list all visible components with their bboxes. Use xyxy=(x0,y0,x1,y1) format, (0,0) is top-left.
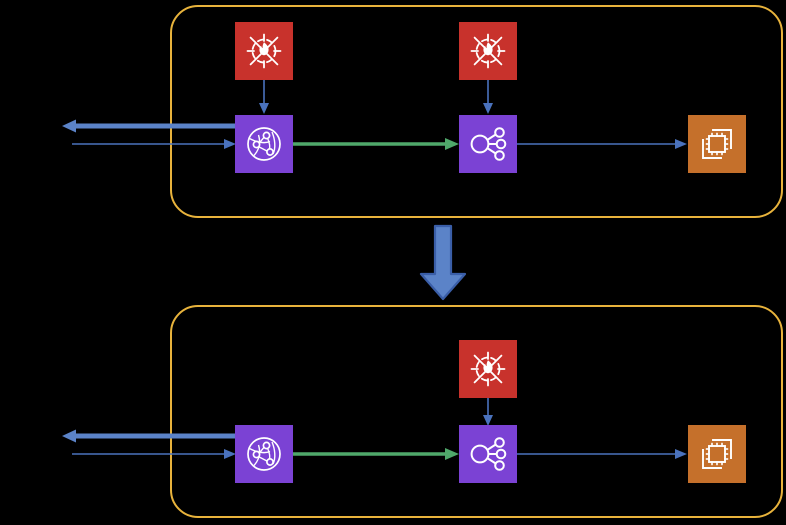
elastic-load-balancer-icon xyxy=(467,123,509,165)
waf-to-loadbalancer-arrow xyxy=(481,398,495,428)
amazon-ec2-node[interactable] xyxy=(688,425,746,483)
amazon-ec2-instances-icon xyxy=(696,433,738,475)
elastic-load-balancer-icon xyxy=(467,433,509,475)
inbound-traffic-arrow xyxy=(72,447,240,461)
amazon-cloudfront-node[interactable] xyxy=(235,115,293,173)
cloudfront-to-loadbalancer-arrow xyxy=(293,447,461,461)
top-architecture-group xyxy=(170,5,783,218)
aws-waf-node[interactable] xyxy=(235,22,293,80)
cloudfront-to-loadbalancer-arrow xyxy=(293,137,461,151)
bottom-architecture-group xyxy=(170,305,783,518)
amazon-cloudfront-icon xyxy=(243,433,285,475)
elastic-load-balancer-node[interactable] xyxy=(459,425,517,483)
aws-waf-node[interactable] xyxy=(459,340,517,398)
aws-waf-icon xyxy=(467,348,509,390)
amazon-cloudfront-icon xyxy=(243,123,285,165)
waf-to-cloudfront-arrow xyxy=(257,80,271,116)
loadbalancer-to-ec2-arrow xyxy=(517,447,691,461)
transition-down-arrow xyxy=(418,224,468,302)
aws-waf-node[interactable] xyxy=(459,22,517,80)
elastic-load-balancer-node[interactable] xyxy=(459,115,517,173)
waf-to-loadbalancer-arrow xyxy=(481,80,495,116)
aws-waf-icon xyxy=(243,30,285,72)
loadbalancer-to-ec2-arrow xyxy=(517,137,691,151)
inbound-traffic-arrow xyxy=(72,137,240,151)
outbound-traffic-arrow xyxy=(60,118,240,134)
amazon-cloudfront-node[interactable] xyxy=(235,425,293,483)
outbound-traffic-arrow xyxy=(60,428,240,444)
amazon-ec2-node[interactable] xyxy=(688,115,746,173)
amazon-ec2-instances-icon xyxy=(696,123,738,165)
aws-waf-icon xyxy=(467,30,509,72)
